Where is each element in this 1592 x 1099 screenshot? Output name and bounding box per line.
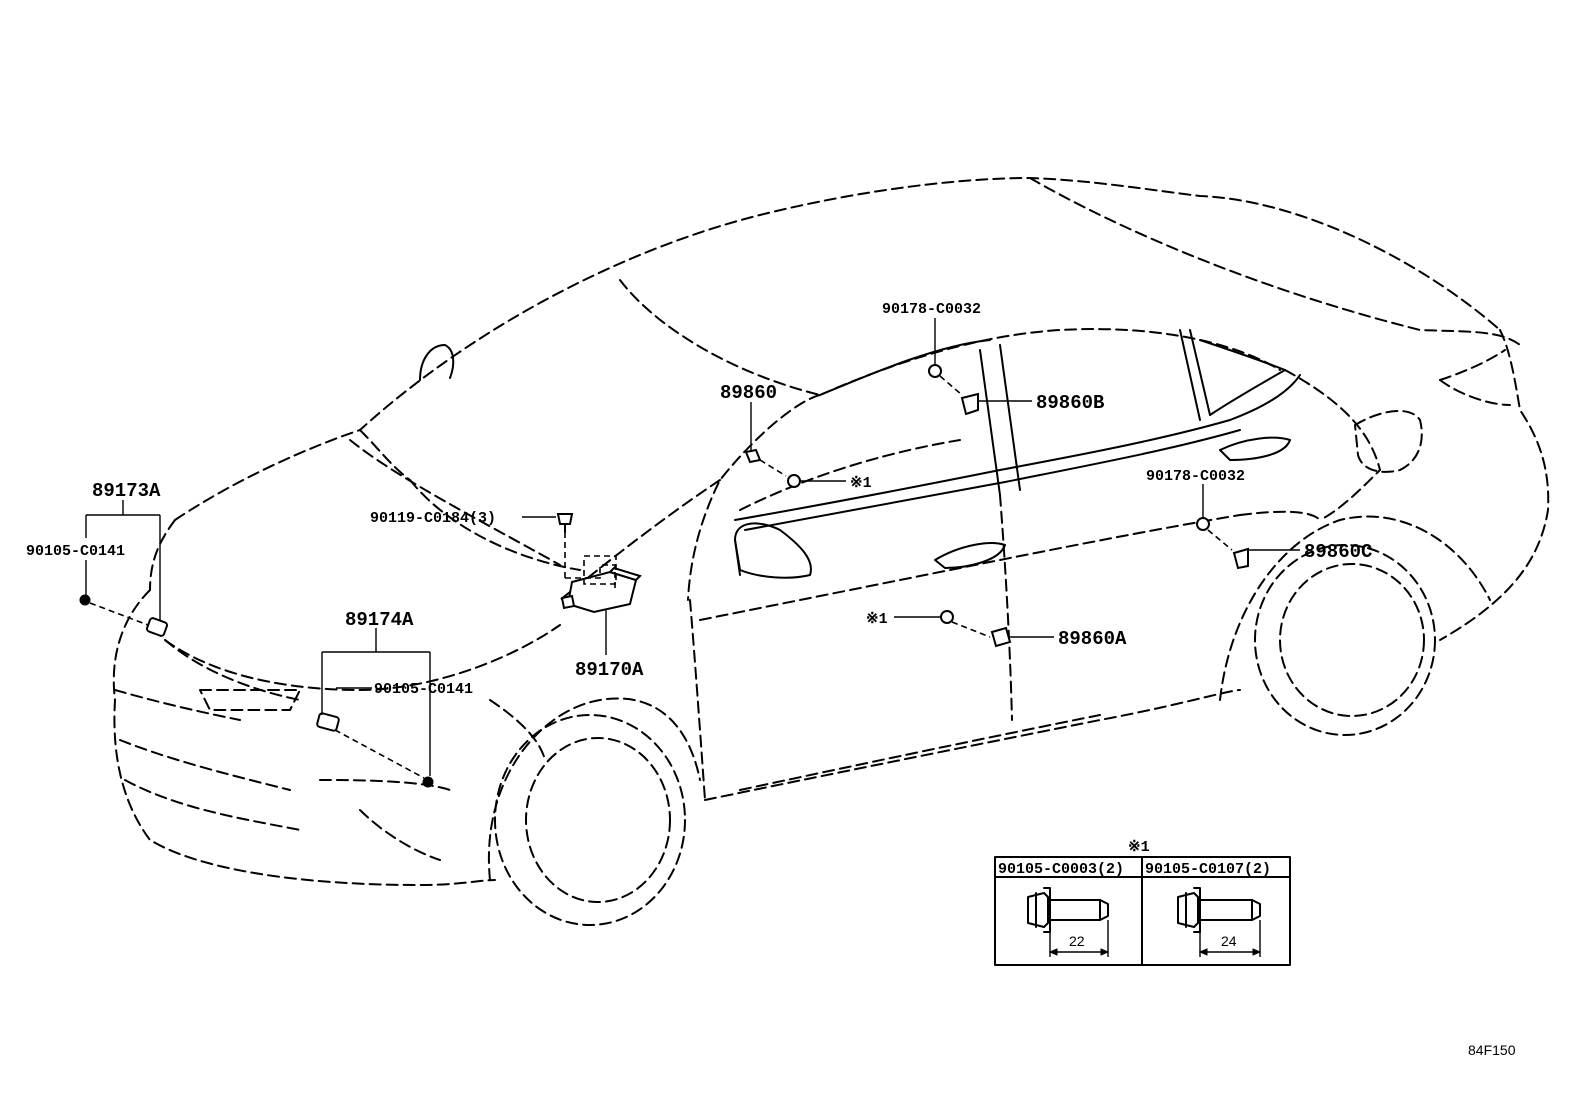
inset-header-1: 90105-C0003(2) <box>998 861 1124 878</box>
bolt-ref1-upper <box>787 474 801 488</box>
front-airbag-sensor-right <box>316 712 340 732</box>
diagram-id: 84F150 <box>1468 1042 1516 1058</box>
label-89174A: 89174A <box>345 609 414 631</box>
label-90178-lower: 90178-C0032 <box>1146 468 1245 485</box>
bolt-left <box>79 594 91 606</box>
side-airbag-sensor-89860A <box>990 626 1012 648</box>
label-90105-mid: 90105-C0141 <box>374 681 473 698</box>
bolt-90119 <box>556 513 574 525</box>
inset-header-2: 90105-C0107(2) <box>1145 861 1271 878</box>
car-outline <box>112 177 1550 926</box>
label-ref1-upper: ※1 <box>850 475 872 492</box>
callout-labels: 89173A 90105-C0141 89174A 90105-C0141 90… <box>26 301 1372 698</box>
label-89173A: 89173A <box>92 480 161 502</box>
bolt-mid <box>422 776 434 788</box>
label-ref1-lower: ※1 <box>866 611 888 628</box>
side-airbag-sensor-89860 <box>744 448 762 464</box>
nut-90178-upper <box>928 364 942 378</box>
bolt-ref1-lower <box>940 610 954 624</box>
label-89170A: 89170A <box>575 659 644 681</box>
label-89860: 89860 <box>720 382 777 404</box>
bolt-drawing-2: 24 <box>1177 887 1262 957</box>
label-90105-left: 90105-C0141 <box>26 543 125 560</box>
leader-lines <box>85 318 1300 776</box>
label-89860C: 89860C <box>1304 541 1372 563</box>
parts <box>79 364 1249 788</box>
label-90119: 90119-C0184(3) <box>370 510 496 527</box>
front-airbag-sensor-left <box>145 617 169 637</box>
label-89860B: 89860B <box>1036 392 1104 414</box>
label-89860A: 89860A <box>1058 628 1127 650</box>
side-airbag-sensor-89860C <box>1232 547 1249 570</box>
side-airbag-sensor-89860B <box>960 392 979 416</box>
inset-title: ※1 <box>1128 839 1150 856</box>
inset-dimension-1: 22 <box>1069 933 1085 949</box>
inset-dimension-2: 24 <box>1221 933 1237 949</box>
nut-90178-lower <box>1196 517 1210 531</box>
bolt-spec-inset: ※1 90105-C0003(2) 90105-C0107(2) 22 <box>994 839 1291 966</box>
bolt-drawing-1: 22 <box>1027 887 1110 957</box>
label-90178-upper: 90178-C0032 <box>882 301 981 318</box>
